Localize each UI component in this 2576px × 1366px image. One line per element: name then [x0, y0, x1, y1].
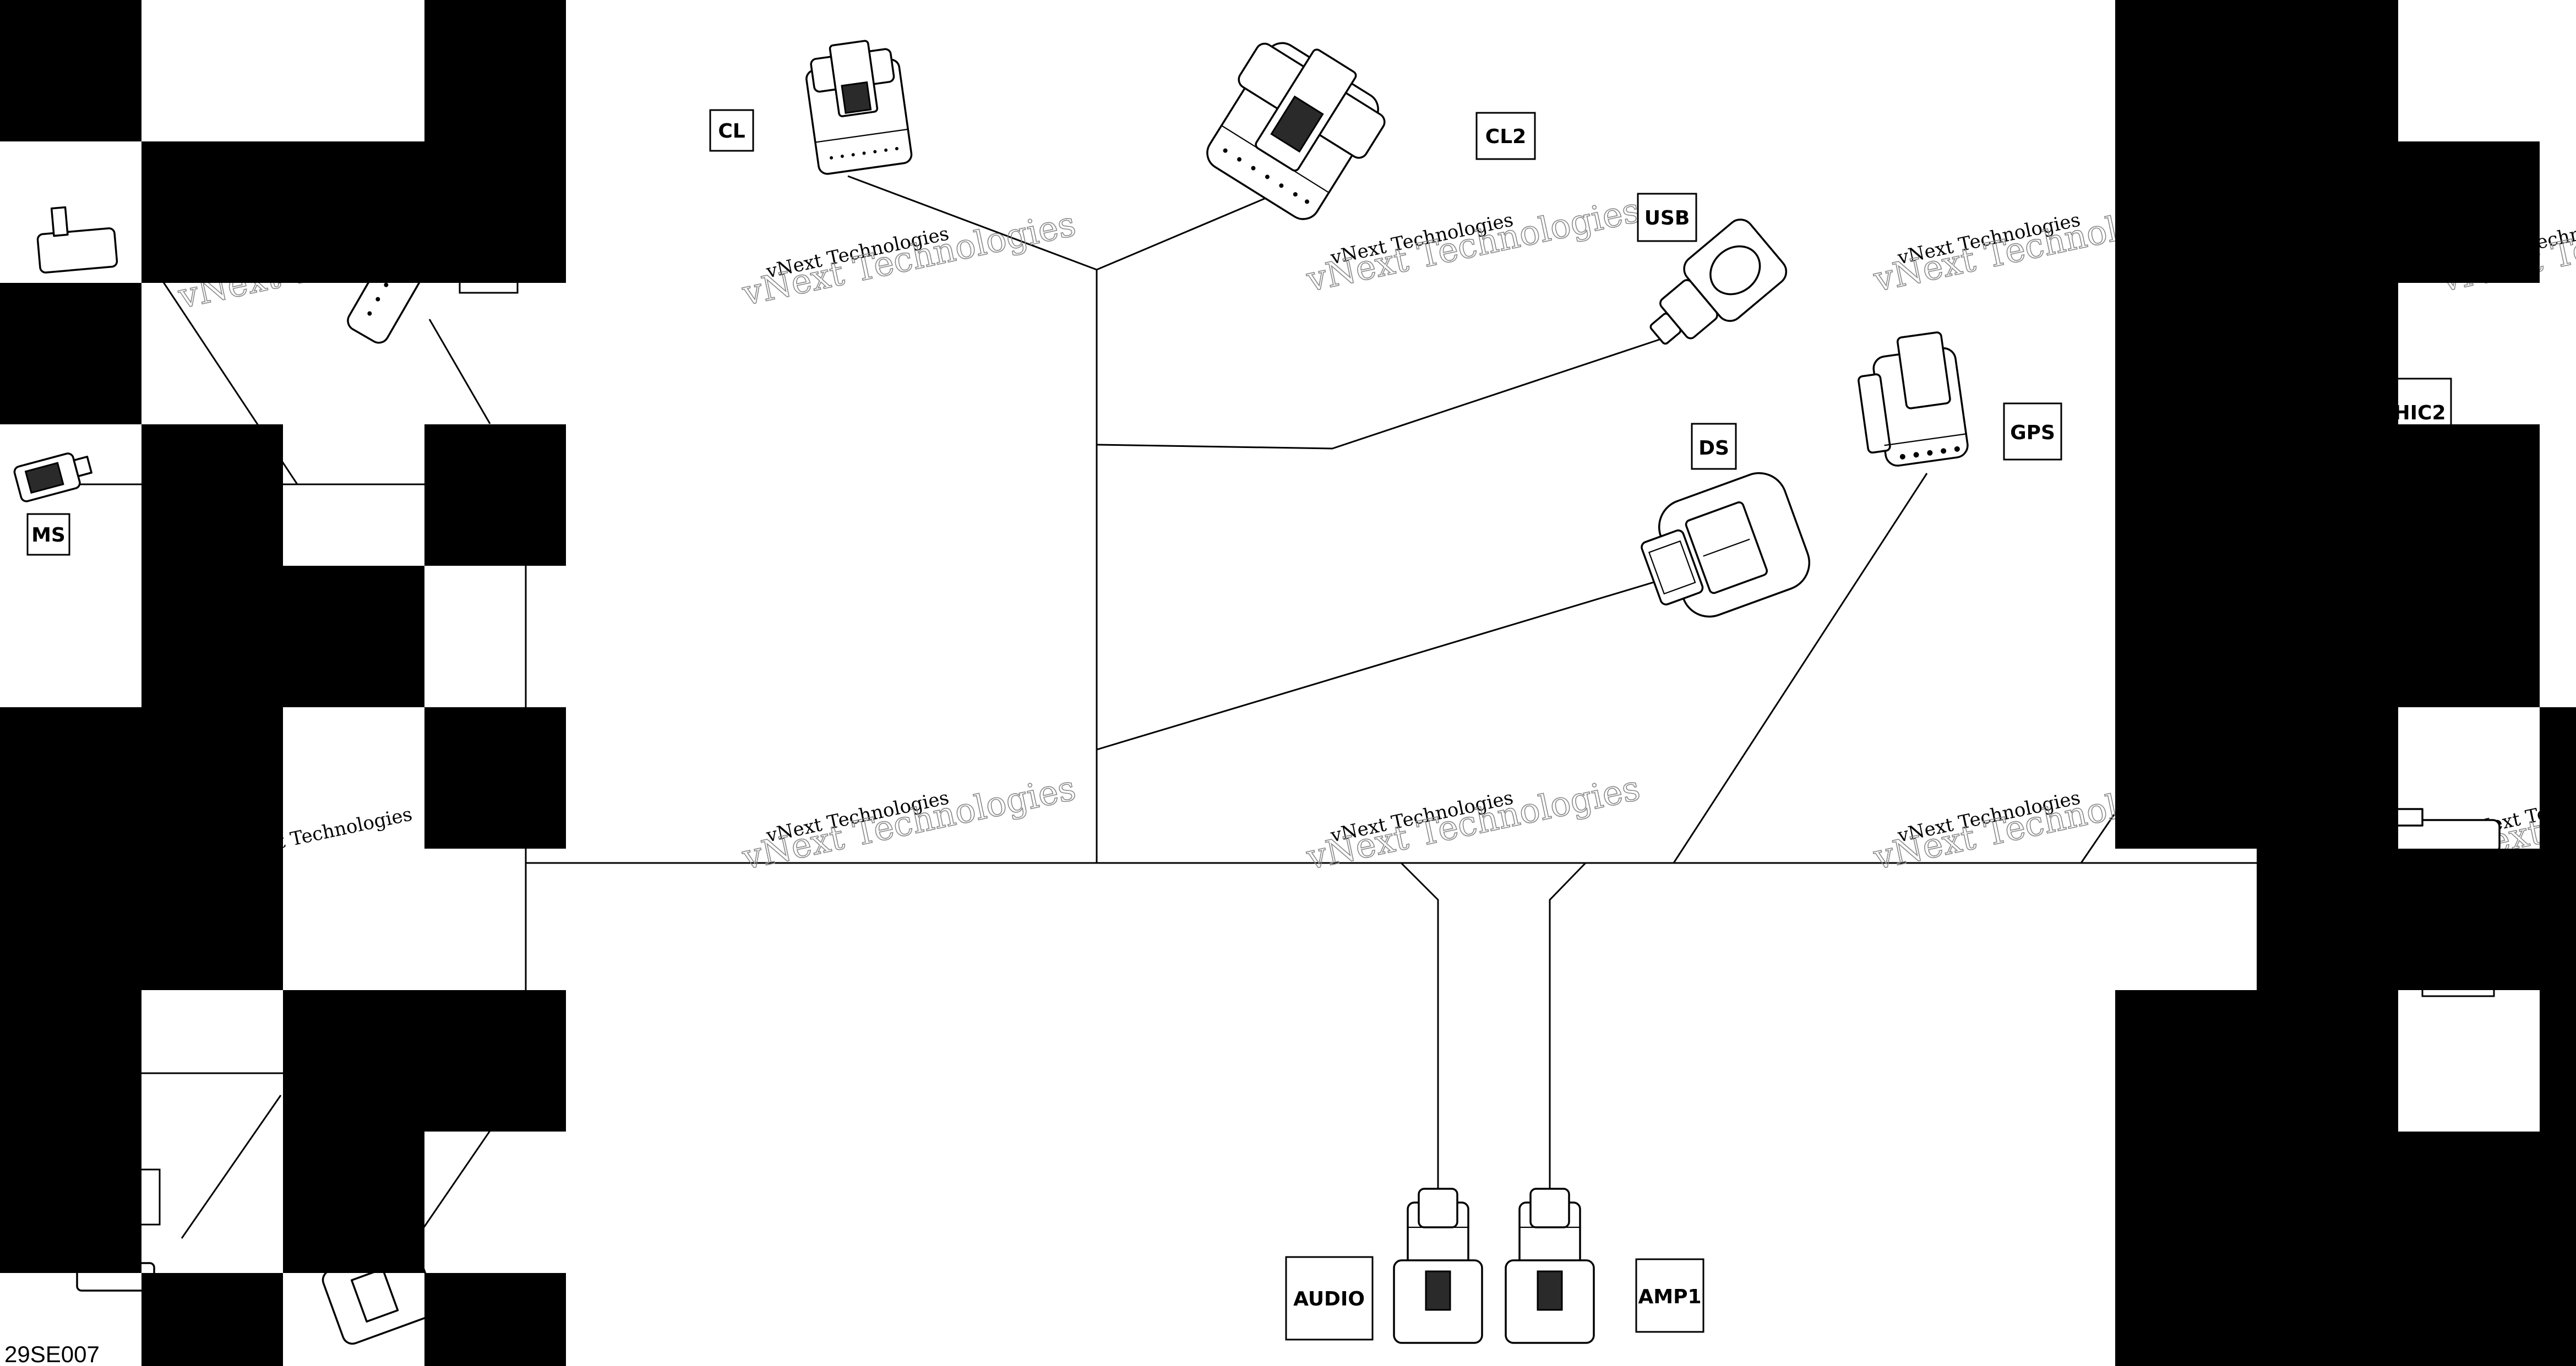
- ms-connector-icon: [13, 452, 92, 502]
- cl2-connector-icon: [1206, 42, 1386, 220]
- svg-text:USB: USB: [1644, 207, 1690, 230]
- audio-label: AUDIO: [1285, 1256, 1374, 1341]
- usb-wire: [1096, 337, 1663, 450]
- audio-wire: [1400, 862, 1439, 1203]
- svg-text:CL2: CL2: [1485, 125, 1526, 148]
- usb-connector-icon: [1649, 218, 1788, 345]
- left-bottom-wire-2: [181, 1095, 282, 1239]
- svg-text:GPS: GPS: [2010, 422, 2055, 444]
- svg-text:AUDIO: AUDIO: [1293, 1288, 1365, 1310]
- watermark: vNext Technologies vNext Technologies: [738, 203, 1080, 314]
- amp1-wire: [1549, 862, 1587, 1203]
- right-diagonal-wire: [2080, 814, 2115, 864]
- svg-text:DS: DS: [1698, 437, 1729, 460]
- left-diag-wire-2: [428, 319, 491, 424]
- amp1-label: AMP1: [1635, 1258, 1704, 1333]
- ms-label: MS: [26, 513, 70, 556]
- cl-label: CL: [709, 109, 754, 152]
- cl-connector-icon: [805, 40, 913, 175]
- ds-label: DS: [1691, 423, 1737, 470]
- cl-wire: [847, 175, 1097, 271]
- audio-connector-icon: [1393, 1188, 1483, 1344]
- svg-text:AMP1: AMP1: [1638, 1286, 1701, 1308]
- ds-wire: [1096, 569, 1696, 751]
- left-bottom-wire-3: [423, 1122, 497, 1228]
- gps-connector-icon: [1858, 331, 1969, 467]
- amp1-connector-icon: [1505, 1188, 1595, 1344]
- watermark: vNext Technologies vNext Technologies: [1303, 767, 1644, 878]
- left-top-connector-icon: [36, 206, 118, 274]
- cl2-label: CL2: [1475, 112, 1536, 160]
- svg-text:HIC2: HIC2: [2394, 402, 2446, 424]
- svg-text:CL: CL: [718, 120, 745, 143]
- ds-connector-icon: [1641, 472, 1811, 618]
- svg-text:MS: MS: [31, 524, 66, 547]
- gps-wire: [1673, 473, 1928, 864]
- watermark: vNext Technologies vNext Technologies: [1303, 189, 1644, 300]
- gps-label: GPS: [2003, 402, 2062, 461]
- watermark: vNext Technologies vNext Technologies: [738, 767, 1080, 878]
- reference-code: 29SE007: [4, 1341, 100, 1366]
- usb-label: USB: [1637, 193, 1697, 242]
